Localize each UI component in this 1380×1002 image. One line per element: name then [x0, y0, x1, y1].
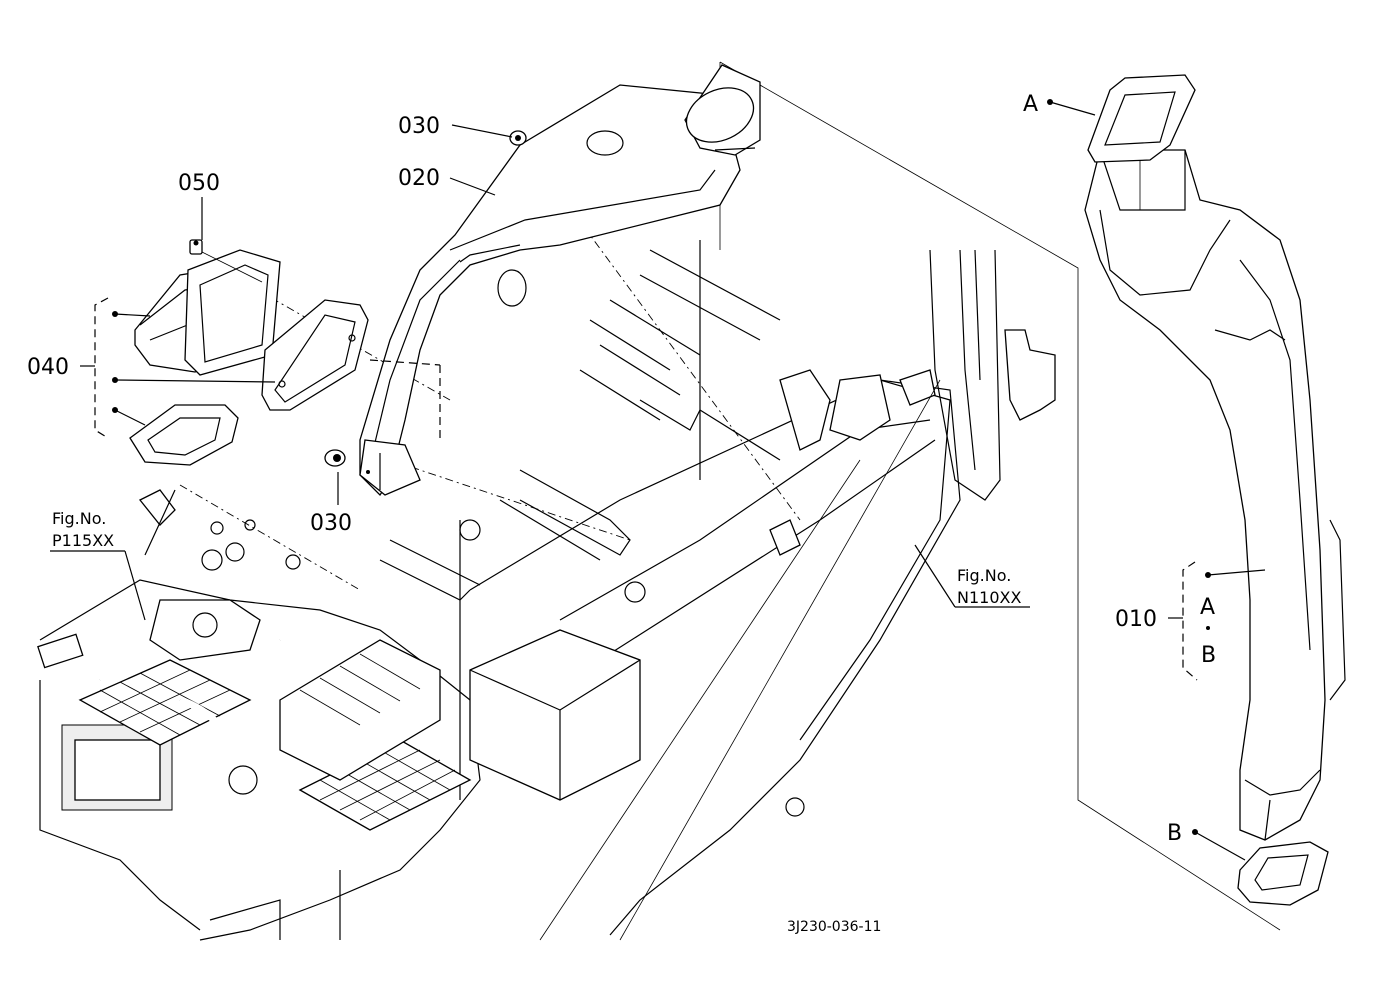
cab-frame-drawing — [138, 61, 1281, 941]
hvac-grid-left — [78, 659, 252, 746]
part-040-vent-assembly — [129, 249, 369, 466]
group-marker-b: B — [1201, 643, 1216, 668]
part-050-screw — [189, 239, 263, 283]
group-marker-a: A — [1200, 595, 1215, 620]
fig-ref-1-title: Fig.No. — [52, 509, 106, 528]
floor-slots — [379, 249, 781, 601]
label-030-top: 030 — [398, 114, 440, 139]
fig-ref-1-number: P115XX — [52, 531, 114, 550]
gasket-b — [1237, 841, 1329, 906]
hvac-unit-drawing — [37, 579, 641, 941]
label-010: 010 — [1115, 607, 1157, 632]
part-010-duct — [1084, 149, 1346, 841]
fig-ref-2-number: N110XX — [957, 588, 1021, 607]
part-030-nut-top — [509, 130, 527, 146]
leader-lines — [50, 99, 1266, 861]
part-020-duct — [359, 64, 761, 497]
fig-ref-2-title: Fig.No. — [957, 566, 1011, 585]
marker-b: B — [1167, 821, 1182, 846]
drawing-number: 3J230-036-11 — [787, 919, 881, 935]
marker-a: A — [1023, 92, 1038, 117]
gasket-a — [1087, 74, 1196, 163]
label-020: 020 — [398, 166, 440, 191]
label-050: 050 — [178, 171, 220, 196]
label-030-bottom: 030 — [310, 511, 352, 536]
part-030-nut-bottom — [324, 449, 346, 467]
label-040: 040 — [27, 355, 69, 380]
